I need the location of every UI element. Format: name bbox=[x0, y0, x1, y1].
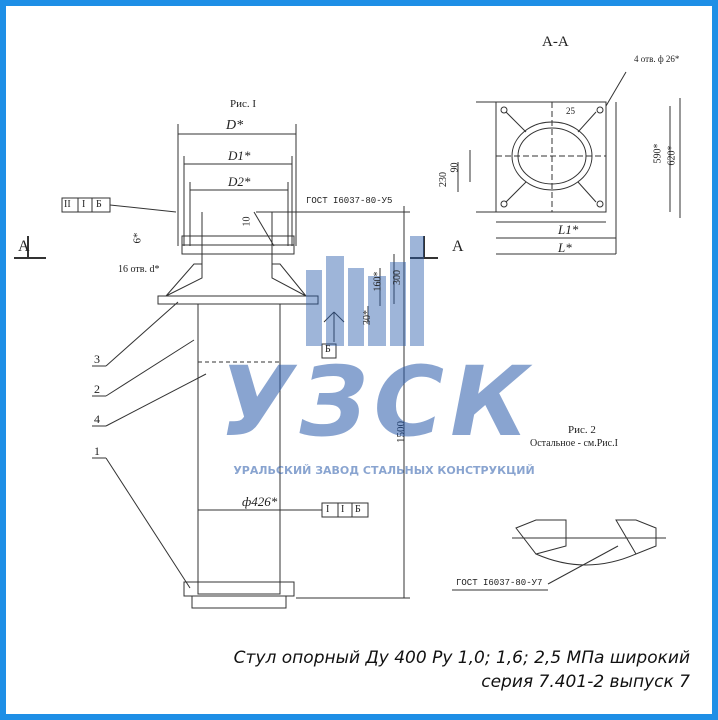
section-mark-right: А bbox=[452, 238, 464, 255]
dim-h30: 30* bbox=[362, 310, 373, 325]
holes16-label: 16 отв. d* bbox=[118, 264, 160, 275]
dim-h6: 6* bbox=[131, 232, 144, 244]
datum-label: Б bbox=[325, 344, 331, 355]
technical-drawing bbox=[14, 71, 681, 609]
fig2-label: Рис. 2 bbox=[568, 424, 596, 436]
drawing-sheet: Рис. I D* D1* D2* ГОСТ I6037-80-У5 II I … bbox=[6, 6, 712, 714]
gost-bottom-label: ГОСТ I6037-80-У7 bbox=[456, 578, 543, 588]
fig2-note: Остальное - см.Рис.I bbox=[530, 438, 618, 449]
dim-230: 230 bbox=[438, 172, 449, 187]
tol-top-1: II bbox=[64, 199, 71, 210]
tol-mid-2: I bbox=[341, 504, 345, 515]
dim-h300: 300 bbox=[392, 270, 403, 285]
dim-h160: 160* bbox=[372, 271, 384, 292]
gost-top-label: ГОСТ I6037-80-У5 bbox=[306, 196, 393, 206]
part-1: 1 bbox=[94, 444, 100, 458]
dim-D1: D1* bbox=[228, 148, 251, 163]
watermark-building-icon bbox=[306, 236, 424, 346]
dim-d426: ф426* bbox=[242, 494, 278, 509]
dim-r25: 25 bbox=[566, 106, 575, 116]
dim-D: D* bbox=[226, 118, 244, 133]
dim-590: 590* bbox=[652, 143, 664, 164]
fig1-label: Рис. I bbox=[230, 98, 257, 110]
part-4: 4 bbox=[94, 412, 100, 426]
dim-h10: 10 bbox=[241, 216, 253, 227]
tol-top-3: Б bbox=[96, 199, 102, 210]
watermark-company: УРАЛЬСКИЙ ЗАВОД СТАЛЬНЫХ КОНСТРУКЦИЙ bbox=[233, 464, 535, 477]
section-title: А-А bbox=[542, 34, 569, 50]
dim-D2: D2* bbox=[228, 174, 251, 189]
dim-L1: L1* bbox=[558, 222, 579, 237]
caption-line-2: серия 7.401-2 выпуск 7 bbox=[481, 672, 690, 692]
watermark-brand: УЗСК bbox=[219, 346, 535, 458]
dim-620: 620* bbox=[666, 145, 678, 166]
holes4-label: 4 отв. ф 26* bbox=[634, 54, 680, 64]
tol-mid-3: Б bbox=[355, 504, 361, 515]
section-mark-left: А bbox=[18, 238, 30, 255]
part-3: 3 bbox=[94, 352, 100, 366]
dim-90: 90 bbox=[449, 162, 461, 173]
part-2: 2 bbox=[94, 382, 100, 396]
tol-top-2: I bbox=[82, 199, 86, 210]
tol-mid-1: I bbox=[326, 504, 330, 515]
dim-L: L* bbox=[558, 240, 572, 255]
caption-line-1: Стул опорный Ду 400 Ру 1,0; 1,6; 2,5 МПа… bbox=[233, 648, 690, 668]
